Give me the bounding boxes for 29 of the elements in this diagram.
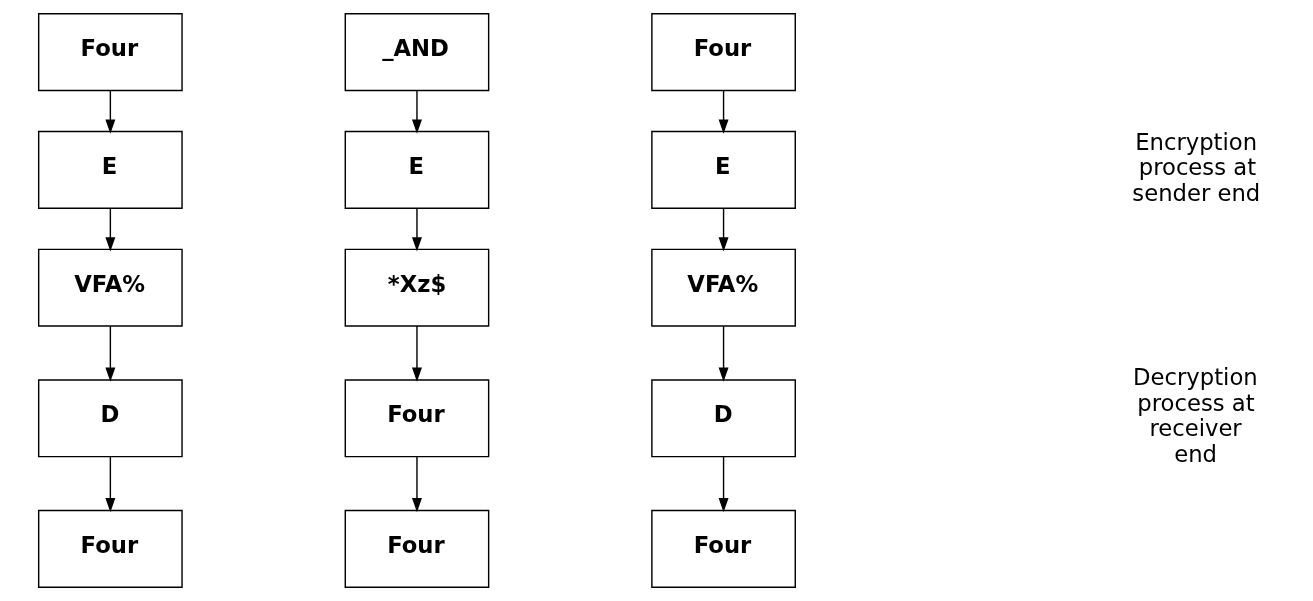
arrow (718, 455, 729, 513)
node-box: E (651, 130, 796, 209)
arrow (718, 207, 729, 252)
node-box: _AND (344, 13, 490, 92)
arrow (105, 455, 116, 513)
arrow (718, 89, 729, 134)
arrow (718, 325, 729, 382)
arrow (105, 207, 116, 252)
label: Encryption process at sender end (1132, 128, 1261, 206)
node-box: D (651, 379, 796, 458)
node-box: VFA% (37, 248, 183, 327)
arrow (412, 89, 422, 134)
node-box: Four (344, 509, 490, 588)
node-box: *Xz$ (344, 248, 490, 327)
node-box: VFA% (651, 248, 796, 327)
arrow (105, 325, 116, 382)
node-box: Four (37, 13, 183, 92)
node-box: Four (651, 13, 796, 92)
arrow (105, 89, 116, 134)
node-box: E (344, 130, 490, 209)
node-box: D (37, 379, 183, 458)
node-box: Four (344, 379, 490, 458)
node-box: Four (37, 509, 183, 588)
node-box: Four (651, 509, 796, 588)
arrow (412, 207, 422, 252)
node-box: E (37, 130, 183, 209)
arrow (412, 455, 422, 513)
arrow (412, 325, 422, 382)
label: Decryption process at receiver end (1133, 364, 1258, 468)
